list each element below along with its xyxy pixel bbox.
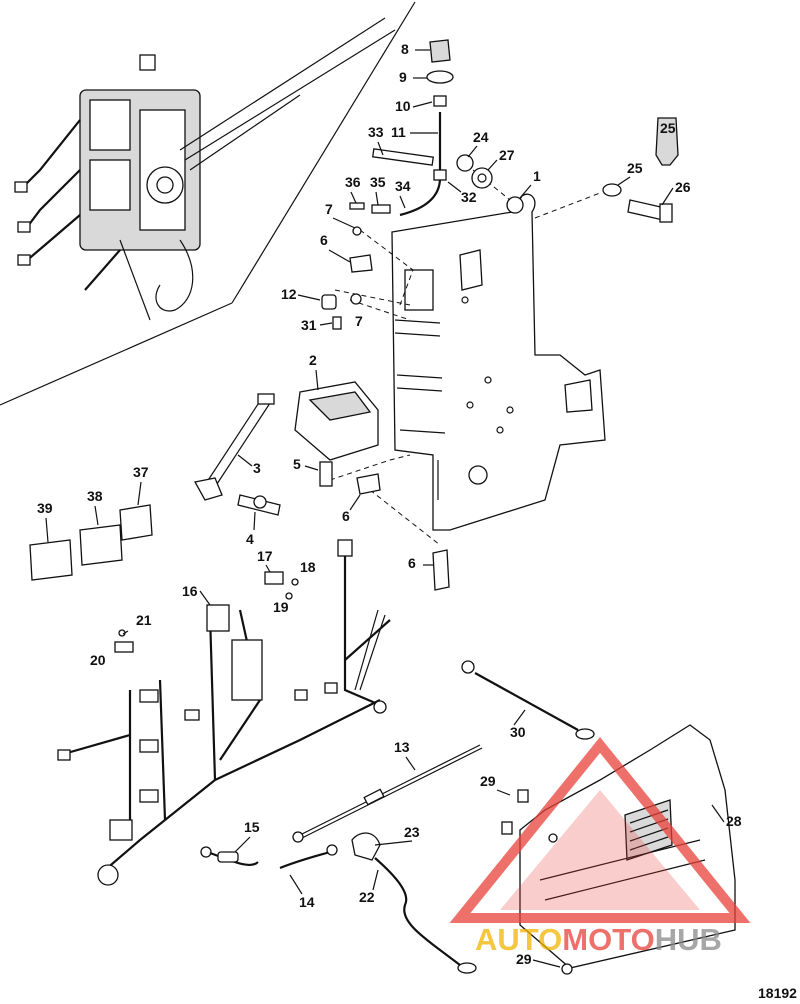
callout-24: 24 — [473, 129, 489, 145]
callout-3: 3 — [253, 460, 261, 476]
callout-21: 21 — [136, 612, 152, 628]
figure-reference-number: 18192 — [758, 985, 797, 1001]
callout-labels: 1 2 3 4 5 6 6 6 7 7 8 9 10 11 12 13 14 1… — [37, 41, 742, 967]
callout-5: 5 — [293, 456, 301, 472]
callout-8: 8 — [401, 41, 409, 57]
clips-and-fasteners — [321, 226, 450, 591]
callout-7: 7 — [325, 201, 333, 217]
callout-leaders — [45, 49, 725, 968]
cable-13 — [292, 744, 483, 843]
callout-7: 7 — [355, 313, 363, 329]
ground-cable-30 — [461, 660, 595, 740]
callout-35: 35 — [370, 174, 386, 190]
callout-14: 14 — [299, 894, 315, 910]
watermark-triangle-icon — [449, 737, 751, 923]
callout-34: 34 — [395, 178, 411, 194]
callout-31: 31 — [301, 317, 317, 333]
callout-37: 37 — [133, 464, 149, 480]
callout-23: 23 — [404, 824, 420, 840]
callout-39: 39 — [37, 500, 53, 516]
callout-33: 33 — [368, 124, 384, 140]
watermark-word-moto: MOTO — [562, 922, 654, 957]
callout-11: 11 — [391, 124, 406, 140]
callout-25: 25 — [627, 160, 643, 176]
top-fittings — [349, 39, 493, 217]
connectors — [29, 504, 299, 653]
callout-30: 30 — [510, 724, 526, 740]
battery-cable — [351, 832, 477, 974]
inset-engine-view — [0, 1, 416, 406]
dashed-leaders — [329, 169, 601, 546]
callout-28: 28 — [726, 813, 742, 829]
callout-9: 9 — [399, 69, 407, 85]
callout-2: 2 — [309, 352, 317, 368]
callout-17: 17 — [257, 548, 273, 564]
callout-1: 1 — [533, 168, 541, 184]
callout-22: 22 — [359, 889, 375, 905]
wiring-harness — [57, 539, 391, 886]
electrical-cover — [501, 724, 736, 975]
callout-38: 38 — [87, 488, 103, 504]
ignition-module-assembly — [193, 381, 379, 516]
fuse-cable-15 — [200, 844, 338, 870]
callout-4: 4 — [246, 531, 254, 547]
callout-18: 18 — [300, 559, 316, 575]
watermark-logo: AUTOMOTOHUB — [449, 737, 751, 957]
callout-13: 13 — [394, 739, 410, 755]
callout-29: 29 — [516, 951, 532, 967]
callout-6: 6 — [342, 508, 350, 524]
callout-19: 19 — [273, 599, 289, 615]
sealant-tube-and-bolt: 25 — [602, 117, 679, 223]
svg-text:AUTOMOTOHUB: AUTOMOTOHUB — [475, 922, 722, 957]
callout-20: 20 — [90, 652, 106, 668]
callout-26: 26 — [675, 179, 691, 195]
callout-27: 27 — [499, 147, 515, 163]
callout-6: 6 — [408, 555, 416, 571]
callout-36: 36 — [345, 174, 361, 190]
mounting-bracket — [391, 193, 606, 531]
callout-32: 32 — [461, 189, 477, 205]
callout-10: 10 — [395, 98, 411, 114]
callout-12: 12 — [281, 286, 297, 302]
watermark-word-auto: AUTO — [475, 922, 562, 957]
callout-29: 29 — [480, 773, 496, 789]
callout-15: 15 — [244, 819, 260, 835]
callout-16: 16 — [182, 583, 198, 599]
callout-6: 6 — [320, 232, 328, 248]
watermark-word-hub: HUB — [655, 922, 722, 957]
svg-text:25: 25 — [660, 120, 676, 136]
